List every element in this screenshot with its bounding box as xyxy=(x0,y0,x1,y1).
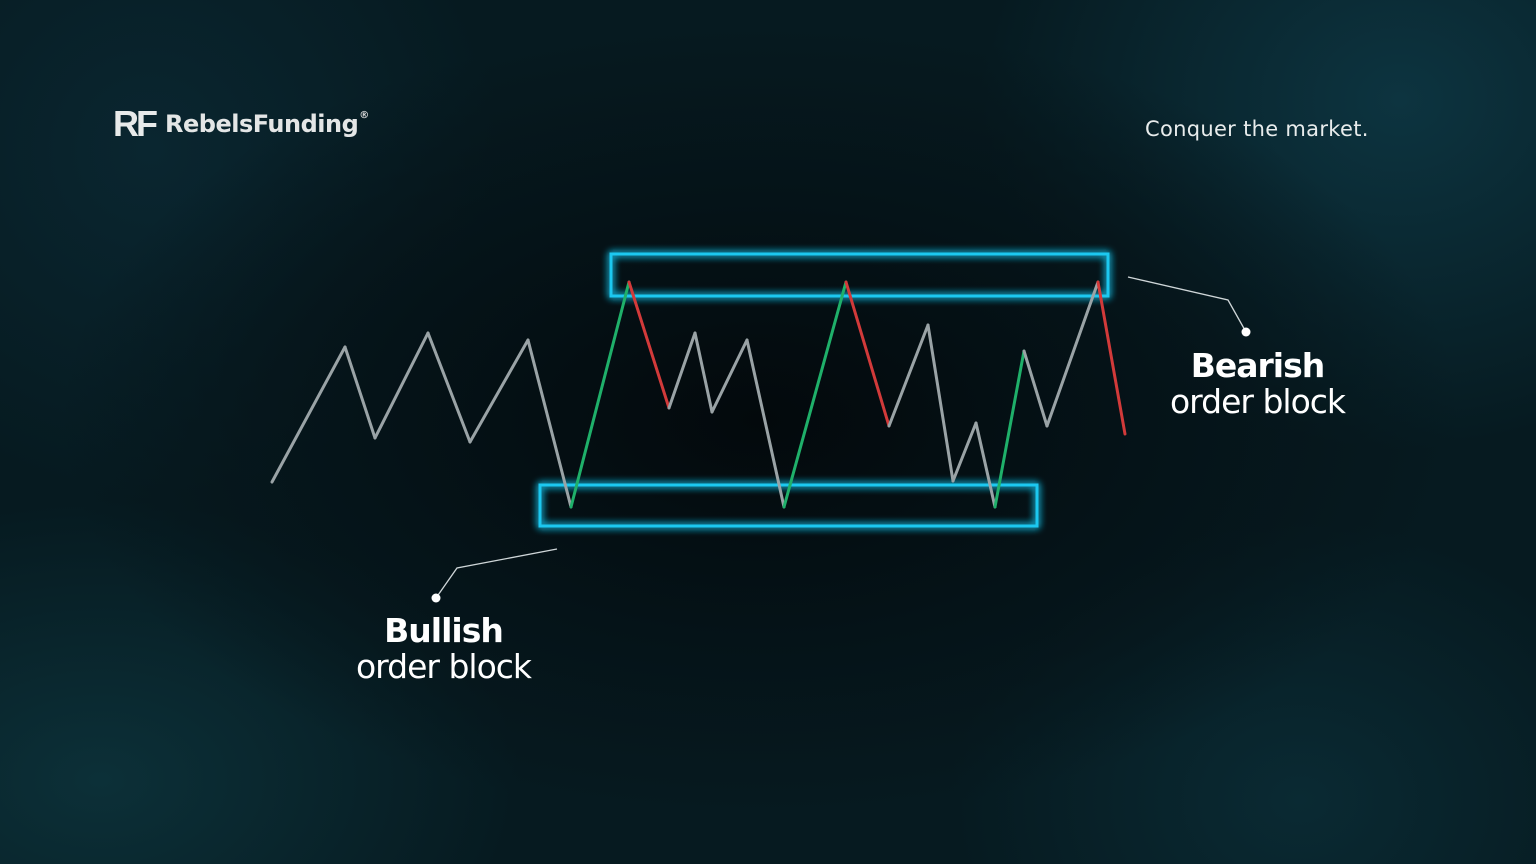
price-segment-down xyxy=(1096,280,1127,436)
price-segment-neutral xyxy=(373,331,430,440)
brand-logo: RF RebelsFunding® xyxy=(113,106,369,142)
price-segment-down xyxy=(627,280,671,410)
price-segment-neutral xyxy=(667,331,697,410)
price-segment-neutral xyxy=(468,338,530,444)
brand-name-text: RebelsFunding xyxy=(165,110,359,138)
registered-mark: ® xyxy=(359,110,369,121)
price-segment-neutral xyxy=(270,345,347,484)
price-segment-neutral xyxy=(693,331,714,414)
bullish-title: Bullish xyxy=(384,611,504,650)
price-segment-up xyxy=(993,349,1026,509)
bullish-label: Bullish order block xyxy=(336,613,551,685)
bullish-order-block-box xyxy=(538,483,1039,528)
price-segment-neutral xyxy=(974,421,997,509)
bullish-leader-dot xyxy=(431,593,441,603)
tagline: Conquer the market. xyxy=(1145,117,1369,141)
price-segment-neutral xyxy=(710,338,749,414)
price-segment-neutral xyxy=(426,331,472,444)
brand-name: RebelsFunding® xyxy=(165,110,369,138)
bullish-leader-line xyxy=(435,548,558,599)
price-segment-up xyxy=(569,280,631,509)
bearish-leader-dot xyxy=(1241,327,1251,337)
price-segment-neutral xyxy=(1022,349,1049,428)
price-segment-down xyxy=(844,280,891,428)
price-segment-neutral xyxy=(745,338,786,509)
bullish-subtitle: order block xyxy=(355,647,532,686)
bearish-label: Bearish order block xyxy=(1150,348,1365,420)
price-segment-neutral xyxy=(343,345,377,440)
bearish-order-block-box xyxy=(609,252,1110,298)
price-segment-up xyxy=(782,280,848,509)
price-segment-neutral xyxy=(887,323,930,428)
price-line xyxy=(270,280,1127,509)
bearish-title: Bearish xyxy=(1190,346,1326,385)
price-segment-neutral xyxy=(526,338,573,509)
bearish-subtitle: order block xyxy=(1169,382,1346,421)
price-segment-neutral xyxy=(926,323,955,483)
bearish-leader-line xyxy=(1127,276,1247,333)
logo-mark: RF xyxy=(113,103,158,144)
price-segment-neutral xyxy=(1045,280,1100,428)
price-segment-neutral xyxy=(951,421,978,483)
